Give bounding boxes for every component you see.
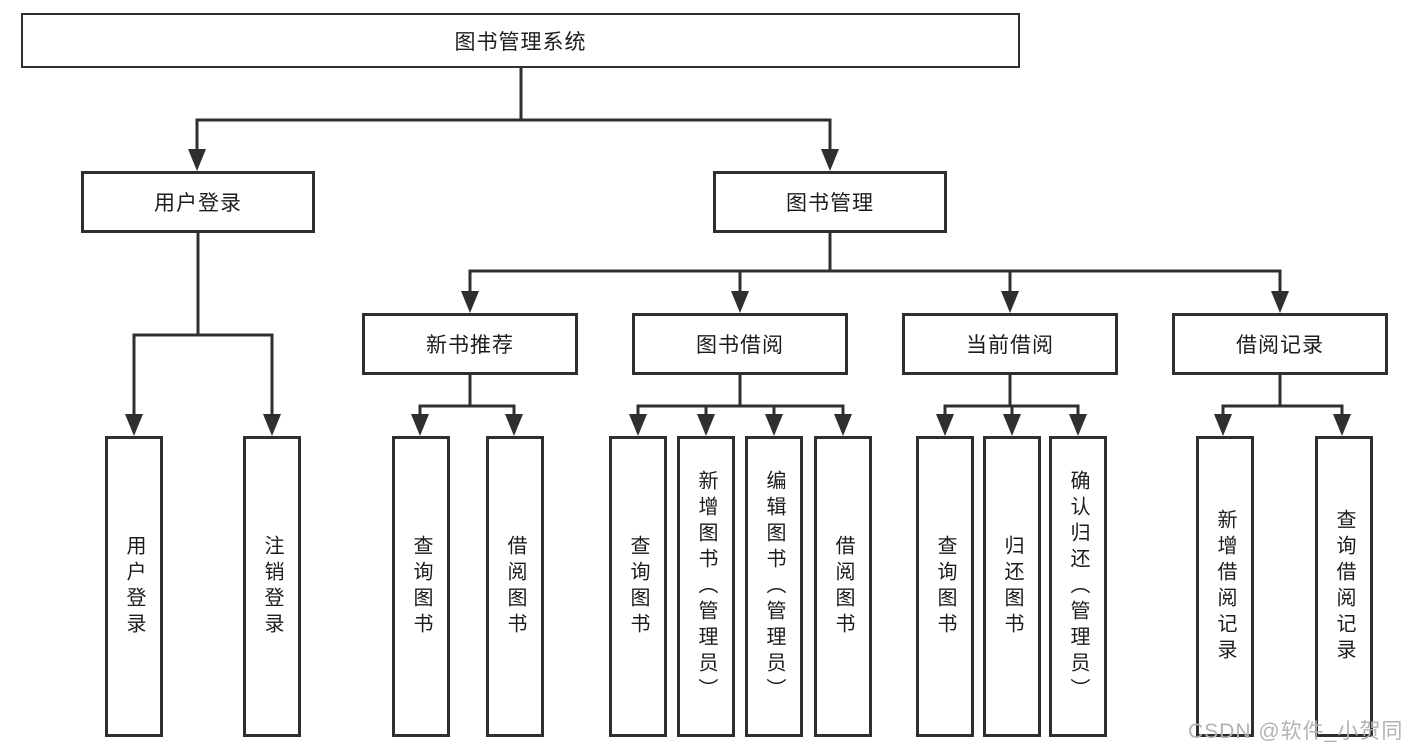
leaf-borrow-borrow-books: 借阅图书 [814, 436, 872, 737]
leaf-borrow-query-books: 查询图书 [609, 436, 667, 737]
leaf-user-login-action: 用户登录 [105, 436, 163, 737]
leaf-current-query-books: 查询图书 [916, 436, 974, 737]
node-book-borrow: 图书借阅 [632, 313, 848, 375]
leaf-records-query-borrow-record: 查询借阅记录 [1315, 436, 1373, 737]
leaf-borrow-add-books-admin: 新增图书（管理员） [677, 436, 735, 737]
node-library-management-system: 图书管理系统 [21, 13, 1020, 68]
node-new-book-recommend: 新书推荐 [362, 313, 578, 375]
leaf-current-confirm-return-admin: 确认归还（管理员） [1049, 436, 1107, 737]
leaf-logout-action: 注销登录 [243, 436, 301, 737]
leaf-records-add-borrow-record: 新增借阅记录 [1196, 436, 1254, 737]
leaf-current-return-books: 归还图书 [983, 436, 1041, 737]
leaf-newbook-query-books: 查询图书 [392, 436, 450, 737]
node-book-management: 图书管理 [713, 171, 947, 233]
leaf-newbook-borrow-books: 借阅图书 [486, 436, 544, 737]
node-user-login: 用户登录 [81, 171, 315, 233]
node-current-borrow: 当前借阅 [902, 313, 1118, 375]
leaf-borrow-edit-books-admin: 编辑图书（管理员） [745, 436, 803, 737]
csdn-watermark: CSDN @软件_小贺同学 [1188, 720, 1405, 743]
node-borrow-records: 借阅记录 [1172, 313, 1388, 375]
